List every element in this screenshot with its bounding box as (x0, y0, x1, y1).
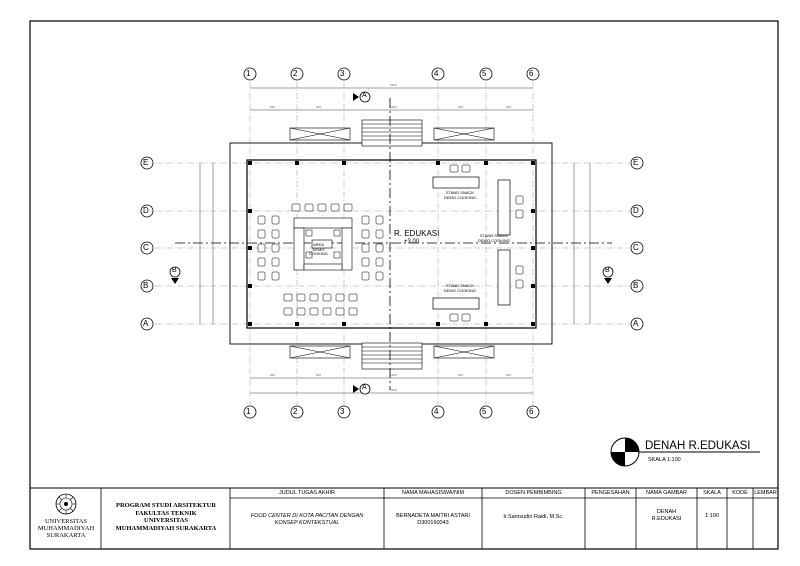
dosen-header: DOSEN PEMBIMBING (505, 490, 562, 496)
kode-header: KODE (732, 490, 748, 496)
grid-label-2-bottom: 2 (293, 407, 298, 416)
grid-label-B-right: B (633, 281, 639, 290)
section-mark-left: B (172, 267, 177, 274)
grid-label-2: 2 (293, 69, 298, 78)
svg-text:600: 600 (270, 373, 275, 377)
dosen-value: Ir.Samsudin Raidi, M.Sc. (503, 514, 564, 520)
lembar-header: LEMBAR (754, 490, 777, 496)
university-logo (55, 493, 77, 515)
stand-snack-right-label: STAND SNACK DEMO COOKING (478, 233, 511, 243)
svg-text:600: 600 (506, 105, 511, 109)
grid-label-1: 1 (246, 69, 251, 78)
grid-label-D: D (143, 206, 149, 215)
university-name: UNIVERSITAS MUHAMMADIYAH SURAKARTA (37, 518, 95, 539)
grid-label-A-right: A (633, 319, 639, 328)
room-level-label: +3.00 (404, 239, 420, 245)
program-name: PROGRAM STUDI ARSITEKTUR FAKULTAS TEKNIK… (115, 502, 217, 532)
grid-label-C-right: C (633, 243, 639, 252)
svg-text:5400: 5400 (390, 83, 397, 87)
stand-snack-top-label: STAND SNACK DEMO COOKING (444, 190, 477, 200)
skala-value: 1:100 (705, 513, 719, 519)
section-mark-bottom: A (362, 384, 367, 391)
mahasiswa-header: NAMA MAHASISWA/NIM (401, 490, 465, 496)
skala-header: SKALA (703, 490, 721, 496)
grid-label-3-bottom: 3 (340, 407, 345, 416)
plan-scale: SKALA 1:100 (648, 457, 681, 463)
section-mark-top: A (362, 92, 367, 99)
grid-label-6: 6 (529, 69, 534, 78)
plan-title: DENAH R.EDUKASI (645, 440, 751, 452)
mahasiswa-value: BERNADETA MAITRI ASTARI D300160043 (396, 513, 470, 526)
grid-label-4: 4 (434, 69, 439, 78)
nama-gambar-value: DENAH R.EDUKASI (651, 509, 682, 522)
judul-header: JUDUL TUGAS AKHIR (279, 490, 335, 496)
stand-snack-bottom-label: STAND SNACK DEMO COOKING (444, 283, 477, 293)
section-mark-right: B (605, 267, 610, 274)
grid-label-5-bottom: 5 (482, 407, 487, 416)
grid-label-E-right: E (633, 158, 639, 167)
grid-label-4-bottom: 4 (434, 407, 439, 416)
svg-text:600: 600 (458, 105, 463, 109)
svg-text:600: 600 (458, 373, 463, 377)
svg-text:600: 600 (316, 105, 321, 109)
grid-label-E: E (143, 158, 149, 167)
judul-value: FOOD CENTER DI KOTA PACITAN DENGAN KONSE… (250, 513, 364, 526)
svg-text:600: 600 (506, 373, 511, 377)
area-demo-label: AREA DEMO COOKING (309, 242, 328, 256)
svg-text:1200: 1200 (390, 105, 397, 109)
grid-label-6-bottom: 6 (529, 407, 534, 416)
svg-text:1200: 1200 (390, 373, 397, 377)
svg-text:600: 600 (316, 373, 321, 377)
grid-label-C: C (143, 243, 149, 252)
grid-label-A: A (143, 319, 149, 328)
grid-label-B: B (143, 281, 149, 290)
grid-label-D-right: D (633, 206, 639, 215)
grid-label-3: 3 (340, 69, 345, 78)
svg-text:5400: 5400 (390, 388, 397, 392)
grid-label-5: 5 (482, 69, 487, 78)
grid-label-1-bottom: 1 (246, 407, 251, 416)
room-name-label: R. EDUKASI (394, 229, 440, 238)
svg-text:600: 600 (270, 105, 275, 109)
pengesahan-header: PENGESAHAN (591, 490, 630, 496)
nama-gambar-header: NAMA GAMBAR (646, 490, 687, 496)
